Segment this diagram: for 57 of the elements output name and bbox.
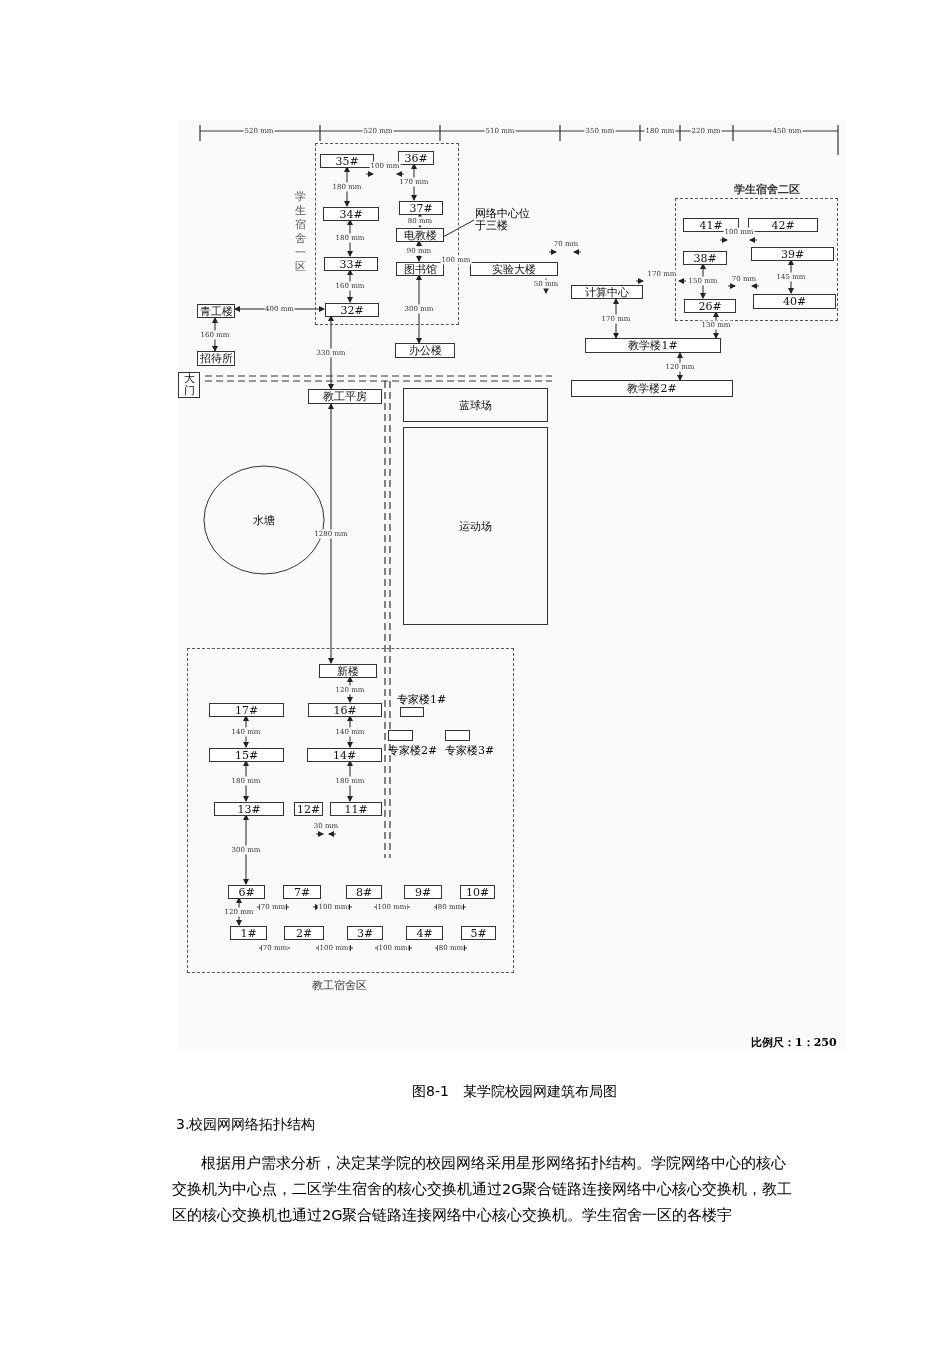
building-box: 36# — [398, 151, 434, 165]
building-box: 青工楼 — [197, 304, 235, 318]
zone-label: 学生宿舍一区 — [295, 190, 307, 274]
distance-arrow — [328, 403, 334, 664]
building-box: 39# — [751, 247, 834, 261]
figure-caption: 图8-1 某学院校园网建筑布局图 — [412, 1083, 617, 1101]
building-box: 6# — [228, 885, 265, 899]
building-box: 40# — [753, 294, 836, 309]
building-box: 图书馆 — [396, 262, 444, 276]
building-box: 1# — [230, 926, 267, 940]
building-box: 15# — [209, 748, 284, 762]
gate-box: 大门 — [178, 372, 200, 398]
building-label: 专家楼1# — [397, 692, 447, 707]
distance-arrow — [328, 315, 334, 390]
pond-label: 水塘 — [253, 512, 275, 528]
building-box: 教工平房 — [308, 389, 382, 404]
building-box: 32# — [325, 303, 379, 317]
building-box: 9# — [404, 885, 442, 899]
building-box: 14# — [307, 748, 382, 762]
building-box: 办公楼 — [395, 343, 455, 358]
building-box: 新楼 — [319, 664, 377, 678]
zone-label: 学生宿舍二区 — [734, 182, 800, 197]
building-label: 专家楼2# — [388, 743, 438, 758]
building-box: 17# — [209, 703, 284, 717]
building-box: 26# — [684, 299, 736, 313]
zone-label: 教工宿舍区 — [312, 978, 367, 993]
building-box: 12# — [294, 802, 323, 816]
building-box: 16# — [308, 703, 382, 717]
court-box: 运动场 — [403, 427, 548, 625]
court-box: 蓝球场 — [403, 388, 548, 422]
leader-line — [442, 219, 475, 238]
building-box: 计算中心 — [571, 285, 643, 299]
body-paragraph: 根据用户需求分析，决定某学院的校园网络采用星形网络拓扑结构。学院网络中心的核心交换机为中心点，二区学生宿舍的核心交换机通过2G聚合链路连接网络中心核心交换机，教工区的核心交换机也通过2G聚合链路连接网络中心核心交换机。学生宿舍一区的各楼宇 — [172, 1154, 794, 1225]
building-box: 13# — [214, 802, 284, 816]
section-heading: 3.校园网网络拓扑结构 — [176, 1116, 316, 1134]
building-box: 5# — [461, 926, 496, 940]
building-box: 10# — [460, 885, 495, 899]
building-box: 37# — [399, 201, 443, 215]
building-box: 34# — [323, 207, 379, 221]
building-label: 专家楼3# — [445, 743, 495, 758]
distance-arrow — [243, 814, 249, 885]
building-box: 38# — [683, 251, 727, 265]
building-box: 教学楼2# — [571, 380, 733, 397]
building-box: 招待所 — [197, 351, 235, 366]
building-box: 2# — [284, 926, 324, 940]
building-box: 7# — [283, 885, 321, 899]
building-box: 实验大楼 — [470, 262, 558, 276]
scale-note: 比例尺：1：250 — [751, 1035, 837, 1050]
building-box: 11# — [330, 802, 382, 816]
distance-arrow — [416, 274, 422, 344]
building-box: 教学楼1# — [585, 338, 721, 353]
building-box: 电教楼 — [396, 228, 444, 242]
building-box: 8# — [346, 885, 382, 899]
note-text: 网络中心位于三楼 — [475, 208, 537, 232]
building-box: 4# — [406, 926, 443, 940]
building-box: 33# — [324, 257, 378, 271]
building-box: 3# — [347, 926, 383, 940]
